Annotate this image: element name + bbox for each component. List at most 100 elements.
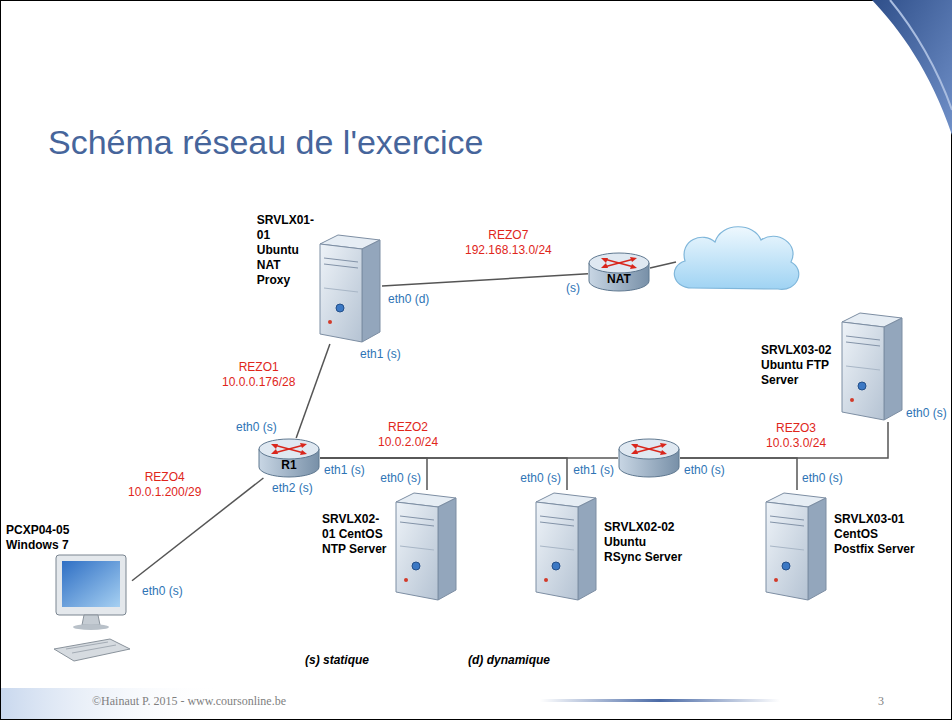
router-arrow-head bbox=[300, 450, 307, 455]
router-node: NAT(s) bbox=[588, 252, 650, 292]
panel-line bbox=[324, 288, 358, 292]
drive-slot bbox=[846, 336, 880, 340]
router-arrow-head bbox=[271, 449, 278, 454]
panel-line bbox=[400, 546, 434, 550]
network-label: REZO1 10.0.0.176/28 bbox=[222, 360, 295, 390]
router-node: eth1 (s)eth0 (s) bbox=[618, 438, 680, 478]
pc-icon bbox=[52, 553, 132, 671]
network-label: REZO7 192.168.13.0/24 bbox=[465, 228, 552, 258]
server-node: SRVLX01-01 Ubuntu NAT Proxyeth0 (d)eth1 … bbox=[318, 232, 382, 344]
network-link bbox=[680, 458, 797, 490]
panel-line bbox=[540, 546, 574, 550]
network-link bbox=[296, 344, 330, 438]
router-arrow bbox=[604, 259, 634, 267]
host-label: SRVLX02-01 CentOS NTP Server bbox=[322, 512, 388, 557]
interface-label: eth1 (s) bbox=[573, 463, 614, 478]
interface-label: eth0 (s) bbox=[906, 406, 947, 421]
interface-label: eth0 (d) bbox=[388, 292, 429, 307]
legend-note: (d) dynamique bbox=[468, 653, 550, 668]
server-icon bbox=[840, 310, 904, 422]
server-front bbox=[536, 502, 578, 600]
interface-label: eth1 (s) bbox=[324, 463, 365, 478]
drive-slot bbox=[324, 258, 358, 262]
internet-wire bbox=[650, 262, 676, 268]
network-link bbox=[382, 274, 588, 286]
router-arrow-head bbox=[601, 263, 608, 268]
drive-slot bbox=[540, 516, 574, 520]
footer-line bbox=[540, 699, 780, 702]
server-front bbox=[320, 244, 362, 342]
server-side bbox=[808, 498, 826, 600]
corner-swoosh-line bbox=[890, 0, 952, 110]
panel-line bbox=[846, 366, 880, 370]
router-arrow-head bbox=[630, 264, 637, 269]
router-arrow-head bbox=[660, 450, 667, 455]
host-label: SRVLX03-02 Ubuntu FTP Server bbox=[761, 343, 832, 388]
server-node: SRVLX02-02 Ubuntu RSync Servereth0 (s) bbox=[534, 490, 598, 602]
interface-label: eth1 (s) bbox=[360, 347, 401, 362]
router-arrow bbox=[274, 445, 304, 453]
interface-label: eth2 (s) bbox=[272, 481, 313, 496]
router-arrow bbox=[634, 445, 664, 453]
server-front bbox=[842, 322, 884, 420]
network-label: REZO4 10.0.1.200/29 bbox=[128, 470, 201, 500]
router-arrow-head bbox=[601, 258, 608, 263]
router-arrow bbox=[604, 259, 634, 267]
power-button bbox=[412, 562, 420, 570]
server-node: SRVLX02-01 CentOS NTP Servereth0 (s) bbox=[394, 490, 458, 602]
interface-label: (s) bbox=[566, 281, 580, 296]
router-arrow-head bbox=[660, 443, 667, 448]
footer-copyright: ©Hainaut P. 2015 - www.coursonline.be bbox=[92, 694, 286, 709]
server-side bbox=[438, 498, 456, 600]
server-front bbox=[766, 502, 808, 600]
server-side bbox=[362, 240, 380, 342]
router-top bbox=[589, 253, 649, 273]
server-icon bbox=[394, 490, 458, 602]
status-led bbox=[544, 578, 548, 582]
status-led bbox=[328, 320, 332, 324]
network-link bbox=[320, 458, 427, 490]
router-icon bbox=[618, 438, 680, 478]
interface-label: eth0 (s) bbox=[142, 584, 183, 599]
server-icon bbox=[534, 490, 598, 602]
router-arrow-head bbox=[300, 443, 307, 448]
keyboard bbox=[54, 639, 130, 661]
slide-title: Schéma réseau de l'exercice bbox=[48, 122, 484, 162]
router-node: R1eth0 (s)eth1 (s)eth2 (s) bbox=[258, 438, 320, 478]
power-button bbox=[782, 562, 790, 570]
router-arrow bbox=[274, 445, 304, 453]
network-label: REZO3 10.0.3.0/24 bbox=[766, 421, 826, 451]
drive-slot bbox=[846, 342, 880, 346]
interface-label: eth0 (s) bbox=[520, 471, 561, 486]
keyboard-keys bbox=[72, 645, 116, 653]
router-arrow-head bbox=[631, 449, 638, 454]
server-node: SRVLX03-02 Ubuntu FTP Servereth0 (s) bbox=[840, 310, 904, 422]
server-front bbox=[396, 502, 438, 600]
interface-label: eth0 (s) bbox=[236, 420, 277, 435]
router-name: R1 bbox=[281, 458, 296, 473]
monitor-stand bbox=[82, 615, 100, 625]
monitor-screen bbox=[62, 561, 120, 607]
monitor-base bbox=[73, 624, 109, 630]
drive-slot bbox=[400, 522, 434, 526]
interface-label: eth0 (s) bbox=[802, 471, 843, 486]
router-top bbox=[619, 439, 679, 459]
drive-slot bbox=[540, 522, 574, 526]
network-link bbox=[680, 422, 888, 458]
interface-label: eth0 (s) bbox=[380, 471, 421, 486]
server-side bbox=[578, 498, 596, 600]
status-led bbox=[850, 398, 854, 402]
status-led bbox=[774, 578, 778, 582]
router-arrow-head bbox=[631, 444, 638, 449]
interface-label: eth0 (s) bbox=[684, 463, 725, 478]
router-name: NAT bbox=[607, 272, 631, 287]
panel-line bbox=[770, 546, 804, 550]
host-label: SRVLX02-02 Ubuntu RSync Server bbox=[604, 520, 684, 565]
power-button bbox=[336, 304, 344, 312]
network-label: REZO2 10.0.2.0/24 bbox=[378, 420, 438, 450]
drive-slot bbox=[400, 516, 434, 520]
network-link bbox=[320, 458, 567, 490]
router-arrow bbox=[634, 445, 664, 453]
server-node: SRVLX03-01 CentOS Postfix Servereth0 (s) bbox=[764, 490, 828, 602]
